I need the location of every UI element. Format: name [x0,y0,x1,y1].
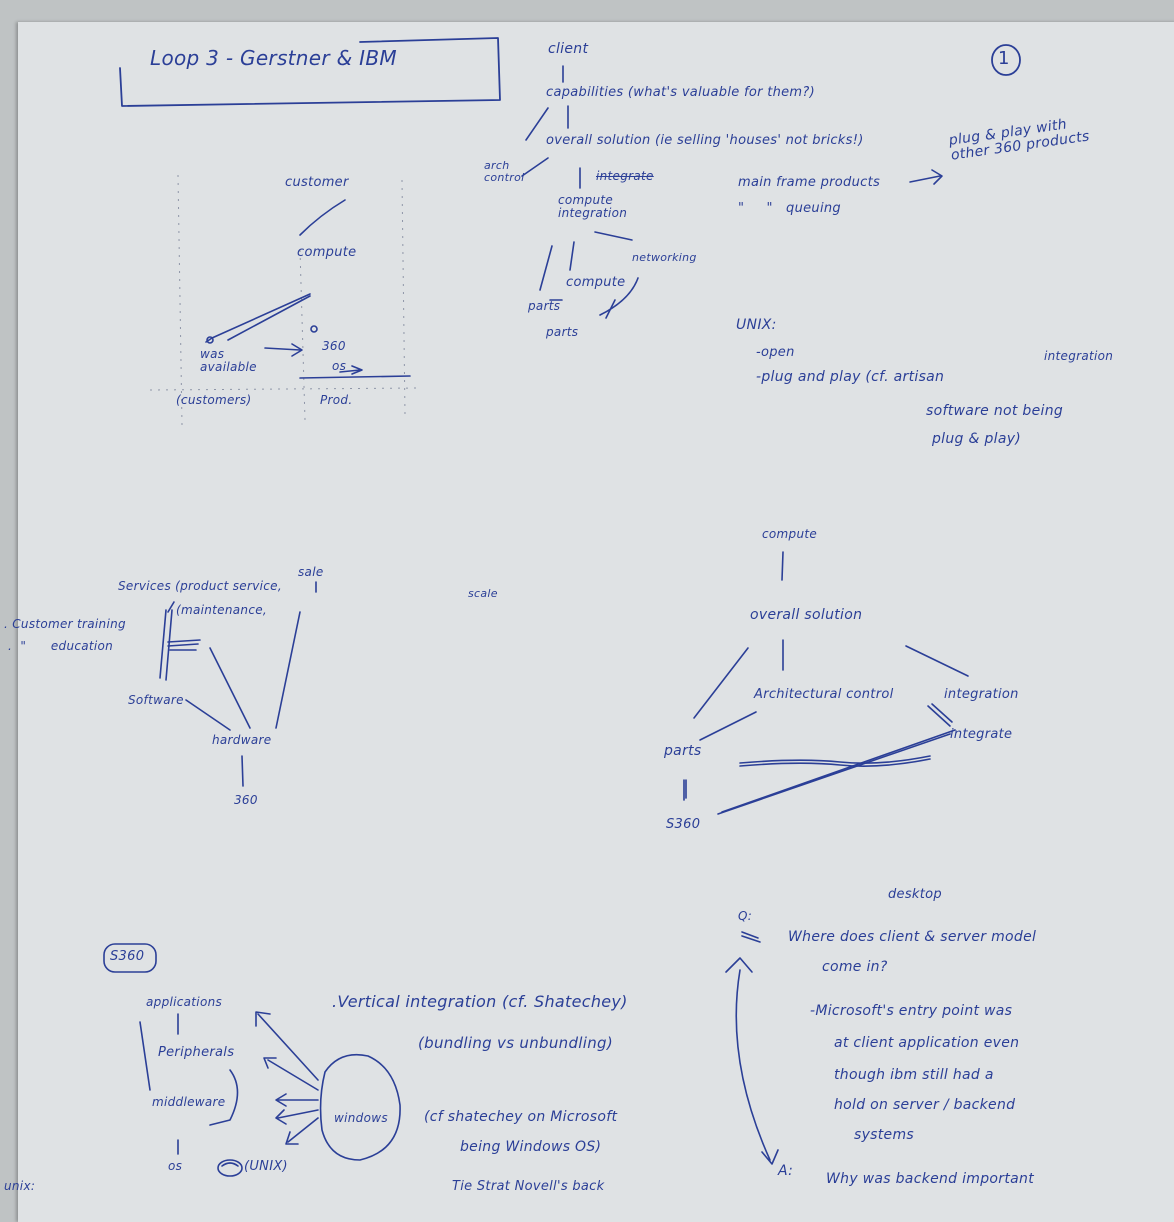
integration-node: integration [944,687,1019,702]
compute-top-label: compute [762,527,818,541]
unix-label: (UNIX) [244,1159,288,1174]
overall-solution-label: overall solution (ie selling 'houses' no… [546,133,864,148]
compute-integration-label: compute integration [558,193,628,220]
unix-heading: UNIX: [736,317,777,333]
services-label: Services (product service, [118,579,282,593]
question-line-1: Where does client & server model [788,929,1037,945]
overall-solution-node: overall solution [750,607,863,623]
why-backend-line: Why was backend important [826,1171,1034,1187]
microsoft-line-2: at client application even [834,1035,1020,1051]
software-label: Software [128,693,184,707]
os-label: os [332,359,347,373]
unix-integration: integration [1044,349,1114,363]
middleware-label: middleware [152,1095,226,1109]
hardware-label: hardware [212,733,272,747]
parts-node: parts [664,743,702,759]
unix-plug-line: plug & play) [932,431,1022,447]
bundling-note: (bundling vs unbundling) [418,1034,613,1052]
paper-sheet [18,22,1174,1222]
top-center-tree-lines [521,65,943,319]
arch-control-label: arch control [484,159,525,184]
education-label: . " education [8,639,114,653]
middle-left-diagram-lines [159,581,317,787]
peripherals-label: Peripherals [158,1045,235,1060]
question-line-2: come in? [822,959,888,975]
vertical-integration-note: .Vertical integration (cf. Shatechey) [332,992,628,1011]
page-number-circle [991,44,1021,76]
windows-os-note: being Windows OS) [460,1139,602,1155]
cut-off-note: Tie Strat Novell's back [452,1179,605,1194]
three-sixty-label: 360 [322,339,346,353]
three-sixty-bottom-label: 360 [234,793,258,807]
s360-node: S360 [666,817,701,832]
customers-label: (customers) [176,393,252,407]
integrate-label: integrate [596,169,654,183]
networking-label: networking [632,251,697,264]
microsoft-line-4: hold on server / backend [834,1097,1016,1113]
parts-label: parts [546,325,579,339]
top-left-diagram-lines [205,199,411,379]
s360-badge: S360 [110,949,145,964]
microsoft-line-3: though ibm still had a [834,1067,994,1083]
shatechey-note: (cf shatechey on Microsoft [424,1109,618,1125]
architectural-control-node: Architectural control [754,687,894,702]
maintenance-label: (maintenance, [176,603,268,617]
windows-label: windows [334,1111,388,1125]
answer-marker: A: [778,1163,794,1179]
was-available-label: was available [200,347,257,374]
unix-software-line: software not being [926,403,1064,419]
mainframe-products-label: main frame products [738,175,881,190]
customer-label: customer [285,175,349,190]
applications-label: applications [146,995,223,1009]
unix-margin-label: unix: [4,1179,36,1193]
stray-word: scale [468,587,498,600]
customer-training-label: . Customer training [4,617,126,631]
os-bottom-label: os [168,1159,183,1173]
sale-label: sale [298,565,324,579]
integrate-node: integrate [950,727,1013,742]
compute-sub-label: compute [566,275,626,290]
middle-right-diagram-lines [683,551,969,815]
title-bracket [119,37,501,107]
microsoft-line-1: -Microsoft's entry point was [810,1003,1013,1019]
prod-label: Prod. [320,393,353,407]
client-label: client [548,41,589,57]
microsoft-line-5: systems [854,1127,915,1143]
unix-open: -open [756,345,795,360]
pencil-guides [149,174,421,426]
unix-plug-play: -plug and play (cf. artisan [756,369,945,385]
page-title: Loop 3 - Gerstner & IBM [150,46,397,70]
page-number: 1 [998,48,1010,69]
capabilities-label: capabilities (what's valuable for them?) [546,85,815,100]
question-marker: Q: [738,909,753,923]
queuing-label: " " queuing [738,201,841,216]
bottom-right-arrow [725,931,779,1165]
parts-stray-label: parts [528,299,561,313]
bottom-left-diagram-lines [103,943,401,1177]
compute-label: compute [297,245,357,260]
desktop-label: desktop [888,887,942,902]
